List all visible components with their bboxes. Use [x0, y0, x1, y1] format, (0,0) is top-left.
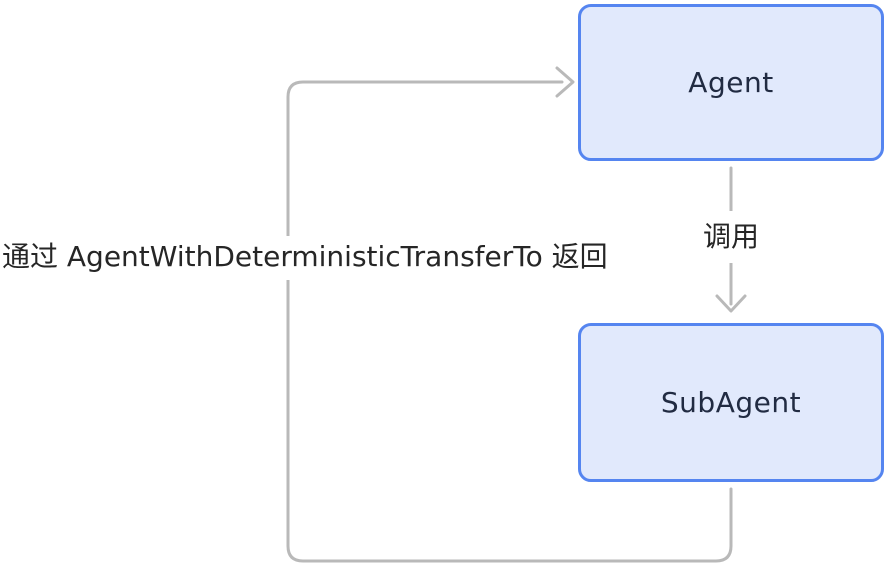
agent-node-label: Agent [688, 66, 774, 99]
agent-node: Agent [578, 4, 884, 161]
arrow-down-icon [715, 294, 747, 313]
call-edge-label: 调用 [692, 211, 770, 263]
subagent-node-label: SubAgent [660, 386, 802, 419]
arrow-right-icon [555, 66, 575, 98]
return-edge-label: 通过 AgentWithDeterministicTransferTo 返回 [0, 236, 612, 280]
return-loop-line [286, 80, 733, 563]
subagent-node: SubAgent [578, 323, 884, 482]
